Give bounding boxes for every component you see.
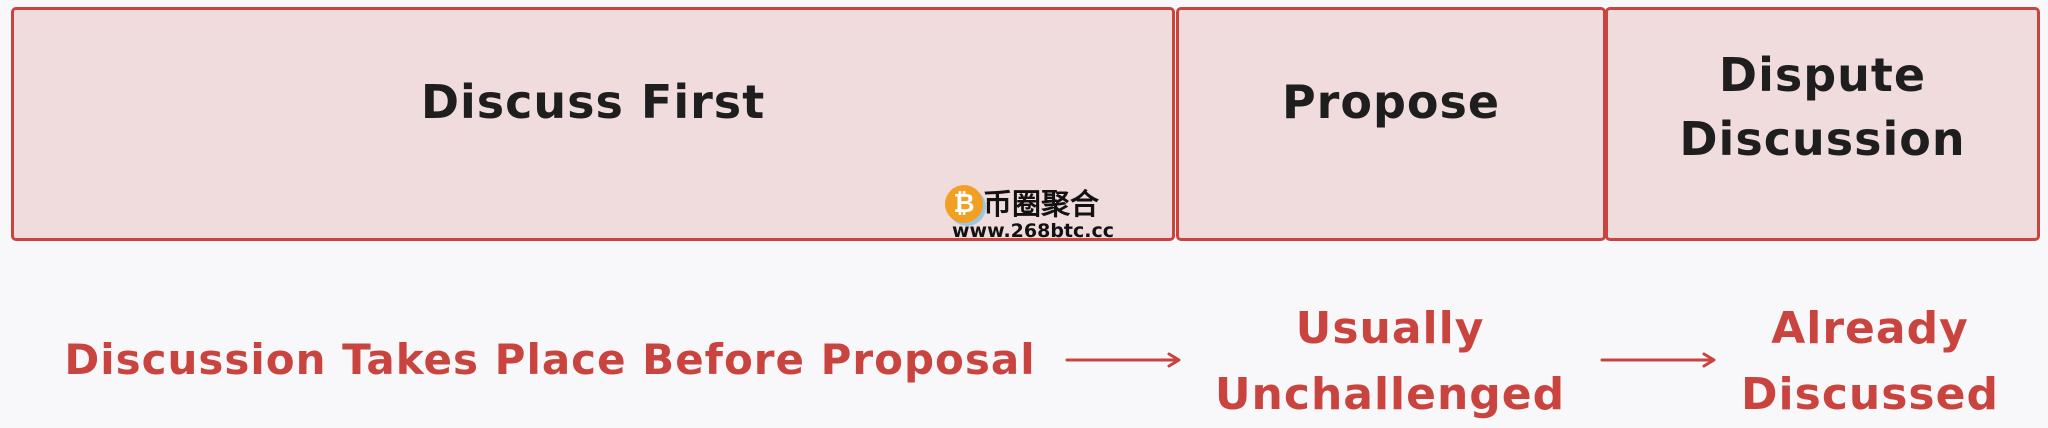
arrow-right-icon [1600,352,1716,368]
arrow-right-icon [1065,352,1181,368]
usually-unchallenged-note: Usually Unchallenged [1214,303,1566,420]
bitcoin-icon: ₿ [945,185,983,223]
discuss-first-box: Discuss First [11,7,1175,241]
discuss-first-label: Discuss First [420,75,766,129]
watermark-logo: ₿ 币圈聚合 www.268btc.cc [945,183,1114,243]
watermark-url: www.268btc.cc [952,220,1115,242]
dispute-discussion-box: Dispute Discussion [1605,7,2040,241]
propose-label: Propose [1281,75,1501,129]
discussion-before-proposal-note: Discussion Takes Place Before Proposal [64,335,1036,384]
watermark-chinese-text: 币圈聚合 [983,187,1100,221]
propose-box: Propose [1176,7,1606,241]
dispute-discussion-label: Dispute Discussion [1679,48,1966,166]
already-discussed-note: Already Discussed [1741,303,1999,420]
